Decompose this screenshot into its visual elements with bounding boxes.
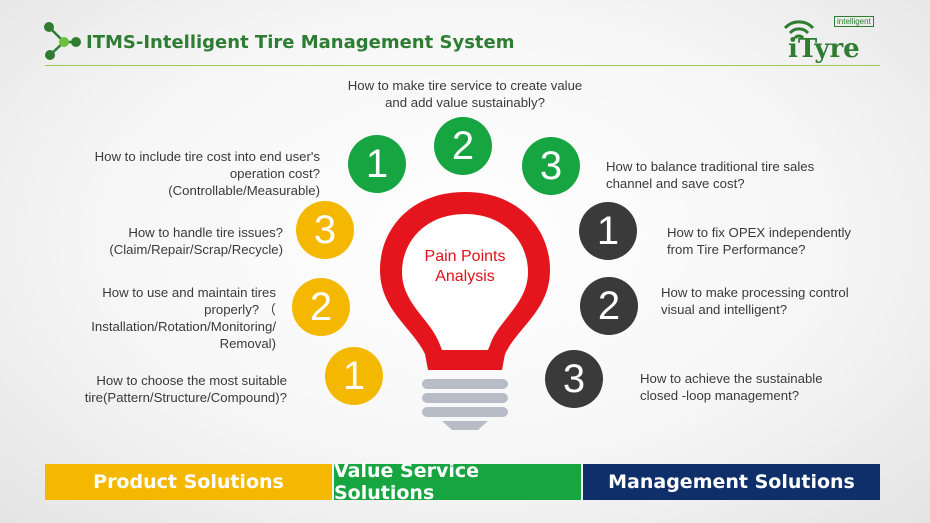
right-question-3: How to make processing control visual an… [661,285,849,317]
right-question-2: How to fix OPEX independently from Tire … [667,225,851,257]
page-title: ITMS-Intelligent Tire Management System [86,32,515,53]
wifi-signal-icon [783,20,815,40]
number-badge-dark-1: 1 [579,202,637,260]
left-question-1: How to include tire cost into end user's… [94,149,320,198]
number-badge-dark-3: 3 [545,350,603,408]
right-question-4: How to achieve the sustainable closed -l… [640,371,823,403]
number-badge-yellow-3: 3 [296,201,354,259]
logo-text: iTyre [788,34,860,64]
number-badge-green-2: 2 [434,117,492,175]
header-divider [45,65,880,66]
number-badge-yellow-2: 2 [292,278,350,336]
value-service-solutions-band: Value Service Solutions [334,460,581,504]
number-badge-yellow-1: 1 [325,347,383,405]
network-nodes-icon [44,22,81,60]
product-solutions-band: Product Solutions [45,464,332,500]
light-bulb-icon [380,192,550,430]
number-badge-green-1: 1 [348,135,406,193]
left-question-2: How to handle tire issues? (Claim/Repair… [109,225,283,257]
logo: intelligent iTyre [782,16,882,64]
logo-tag: intelligent [834,16,874,27]
left-question-4: How to choose the most suitable tire(Pat… [84,373,287,405]
right-question-1: How to balance traditional tire sales ch… [606,159,815,191]
bulb-title: Pain Points Analysis [424,248,506,285]
management-solutions-band: Management Solutions [583,464,880,500]
number-badge-green-3: 3 [522,137,580,195]
left-question-3: How to use and maintain tires properly? … [91,285,276,351]
top-question: How to make tire service to create value… [347,78,583,110]
number-badge-dark-2: 2 [580,277,638,335]
